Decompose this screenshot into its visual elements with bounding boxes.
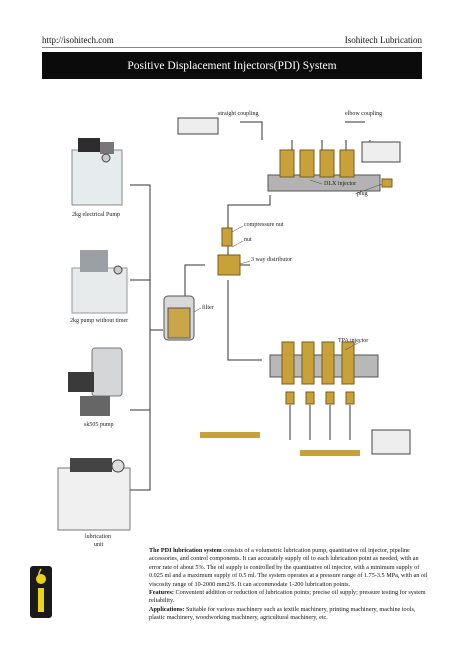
features-heading: Features: [149,589,174,597]
dlx-injector-label: DLX injector [324,181,357,187]
description-block: The PDI lubrication system consists of a… [149,547,431,623]
unit-label-line2: unit [94,542,104,548]
header-company: Isohitech Lubrication [344,35,422,45]
dlx-injector-manifold [267,149,393,192]
compressure-nut-label: compressure nut [244,222,284,228]
pump2-label: 2kg pump without timer [70,318,129,324]
pump-1 [71,138,123,206]
tpa-injector-manifold [269,341,379,405]
header-divider [42,47,422,48]
lubrication-unit [57,458,131,531]
straight-coupling-box [177,117,219,135]
elbow-coupling-box [361,141,401,163]
isohitech-logo-icon [30,566,52,618]
nut-label: nut [244,237,252,243]
applications-text: Suitable for various machinery such as t… [149,605,416,622]
features-text: Convenient addition or reduction of lubr… [149,589,426,605]
header-url[interactable]: http://isohitech.com [42,35,114,45]
pump-3 [68,347,123,416]
applications-heading: Applications: [149,605,185,613]
description-heading: The PDI lubrication system [149,547,222,554]
features-paragraph: Features: Convenient addition or reducti… [149,589,431,606]
pump-2 [71,250,128,314]
straight-coupling-label: straight coupling [218,111,259,117]
description-paragraph: The PDI lubrication system consists of a… [149,547,431,589]
bottom-couplings [200,429,411,456]
distributor-label: 3 way distributor [251,257,292,263]
pipe-lines [130,121,371,491]
filter-label: filter [202,305,214,311]
three-way-distributor [217,227,241,276]
tpa-injector-label: TPA injector [338,338,369,344]
plug-label: plug [357,191,368,197]
unit-label-line1: lubrication [85,534,111,540]
description-text: consists of a volumetric lubrication pum… [149,547,428,588]
page-title: Positive Displacement Injectors(PDI) Sys… [127,59,337,72]
applications-paragraph: Applications: Suitable for various machi… [149,606,431,623]
elbow-coupling-label: elbow coupling [345,111,383,117]
pump3-label: sk505 pump [84,422,114,428]
page-title-banner: Positive Displacement Injectors(PDI) Sys… [42,52,422,79]
filter [163,295,195,341]
pump1-label: 2kg electrical Pump [72,212,120,218]
leader-lines [193,179,383,351]
